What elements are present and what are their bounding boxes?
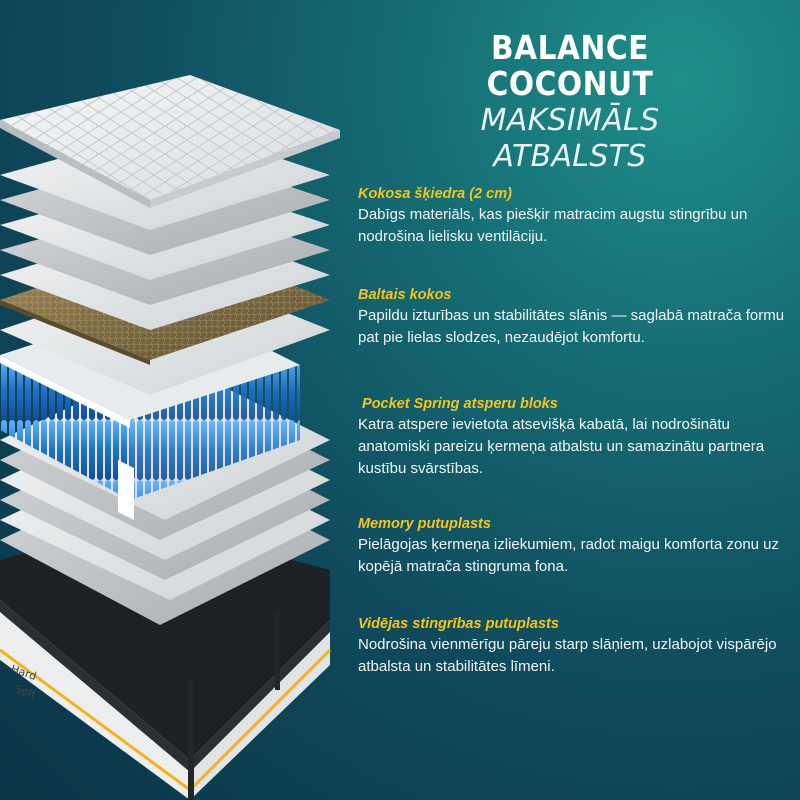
feature-description: Pielāgojas ķermeņa izliekumiem, radot ma…	[358, 536, 780, 575]
product-subtitle: MAKSIMĀLS ATBALSTS	[480, 102, 660, 174]
feature-description: Papildu izturības un stabilitātes slānis…	[358, 307, 785, 346]
feature-description: Nodrošina vienmērīgu pāreju starp slāņie…	[358, 636, 777, 675]
feature-title: Memory putuplasts	[358, 516, 491, 532]
feature-description: Dabīgs materiāls, kas piešķir matracim a…	[358, 206, 748, 245]
upper-layers	[0, 125, 330, 395]
feature-title: Vidējas stingrības putuplasts	[358, 616, 559, 632]
feature-memory-foam: Memory putuplasts Pielāgojas ķermeņa izl…	[358, 516, 788, 578]
feature-coconut-fiber: Kokosa šķiedra (2 cm) Dabīgs materiāls, …	[358, 186, 788, 248]
mattress-base: Hard Soft	[0, 520, 332, 800]
quilted-top-cover	[0, 75, 340, 208]
feature-medium-foam: Vidējas stingrības putuplasts Nodrošina …	[358, 616, 788, 678]
title-block: BALANCE COCONUT MAKSIMĀLS ATBALSTS	[405, 28, 735, 175]
product-title: BALANCE COCONUT	[486, 28, 654, 104]
feature-pocket-spring: Pocket Spring atsperu bloks Katra atsper…	[358, 396, 788, 480]
feature-title: Baltais kokos	[358, 287, 452, 303]
feature-title: Pocket Spring atsperu bloks	[358, 396, 558, 412]
mattress-layers-illustration: Hard Soft	[0, 75, 340, 800]
feature-white-coconut: Baltais kokos Papildu izturības un stabi…	[358, 287, 788, 349]
feature-description: Katra atspere ievietota atsevišķā kabatā…	[358, 416, 765, 477]
feature-title: Kokosa šķiedra (2 cm)	[358, 186, 512, 202]
